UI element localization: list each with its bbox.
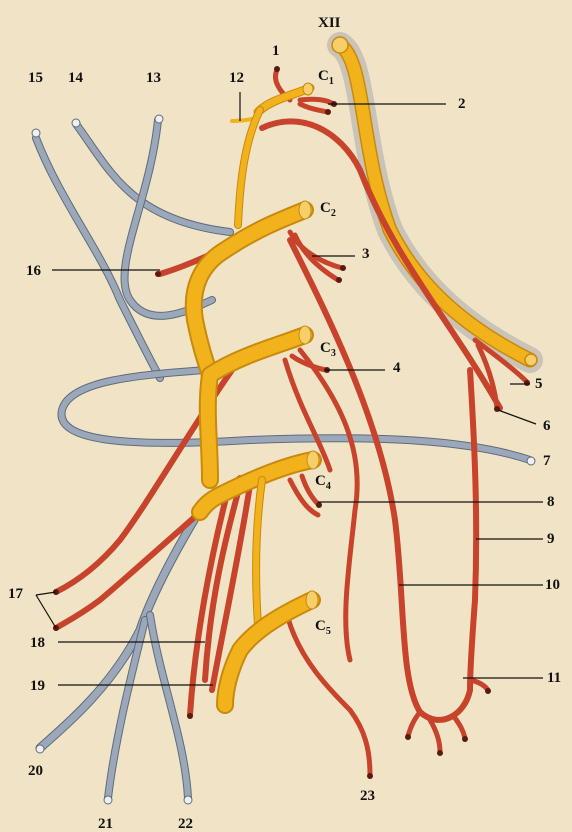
label-17: 17 (8, 586, 24, 602)
label-1: 1 (272, 43, 280, 59)
label-22: 22 (178, 816, 193, 832)
label-c5: C5 (315, 618, 331, 637)
label-18: 18 (30, 635, 45, 651)
label-9: 9 (547, 531, 555, 547)
label-7: 7 (543, 453, 551, 469)
label-11: 11 (547, 670, 561, 686)
label-c2: C2 (320, 200, 336, 219)
label-14: 14 (68, 70, 84, 86)
label-c4: C4 (315, 473, 331, 492)
label-c1: C1 (318, 68, 334, 87)
label-2: 2 (458, 96, 466, 112)
label-15: 15 (28, 70, 43, 86)
label-4: 4 (393, 360, 401, 376)
label-xii: XII (318, 15, 341, 31)
label-21: 21 (98, 816, 113, 832)
label-23: 23 (360, 788, 375, 804)
label-10: 10 (545, 577, 560, 593)
label-13: 13 (146, 70, 161, 86)
label-3: 3 (362, 246, 370, 262)
label-6: 6 (543, 418, 551, 434)
hypoglossal-nerve (332, 37, 537, 366)
leader-lines (36, 92, 543, 685)
label-c3: C3 (320, 340, 336, 359)
labels: XII C1 C2 C3 C4 C5 1 2 3 4 5 6 7 8 9 10 … (8, 15, 561, 832)
motor-nerves (53, 66, 530, 779)
label-5: 5 (535, 376, 543, 392)
label-19: 19 (30, 678, 45, 694)
label-16: 16 (26, 263, 42, 279)
label-8: 8 (547, 494, 555, 510)
label-12: 12 (229, 70, 244, 86)
label-20: 20 (28, 763, 43, 779)
